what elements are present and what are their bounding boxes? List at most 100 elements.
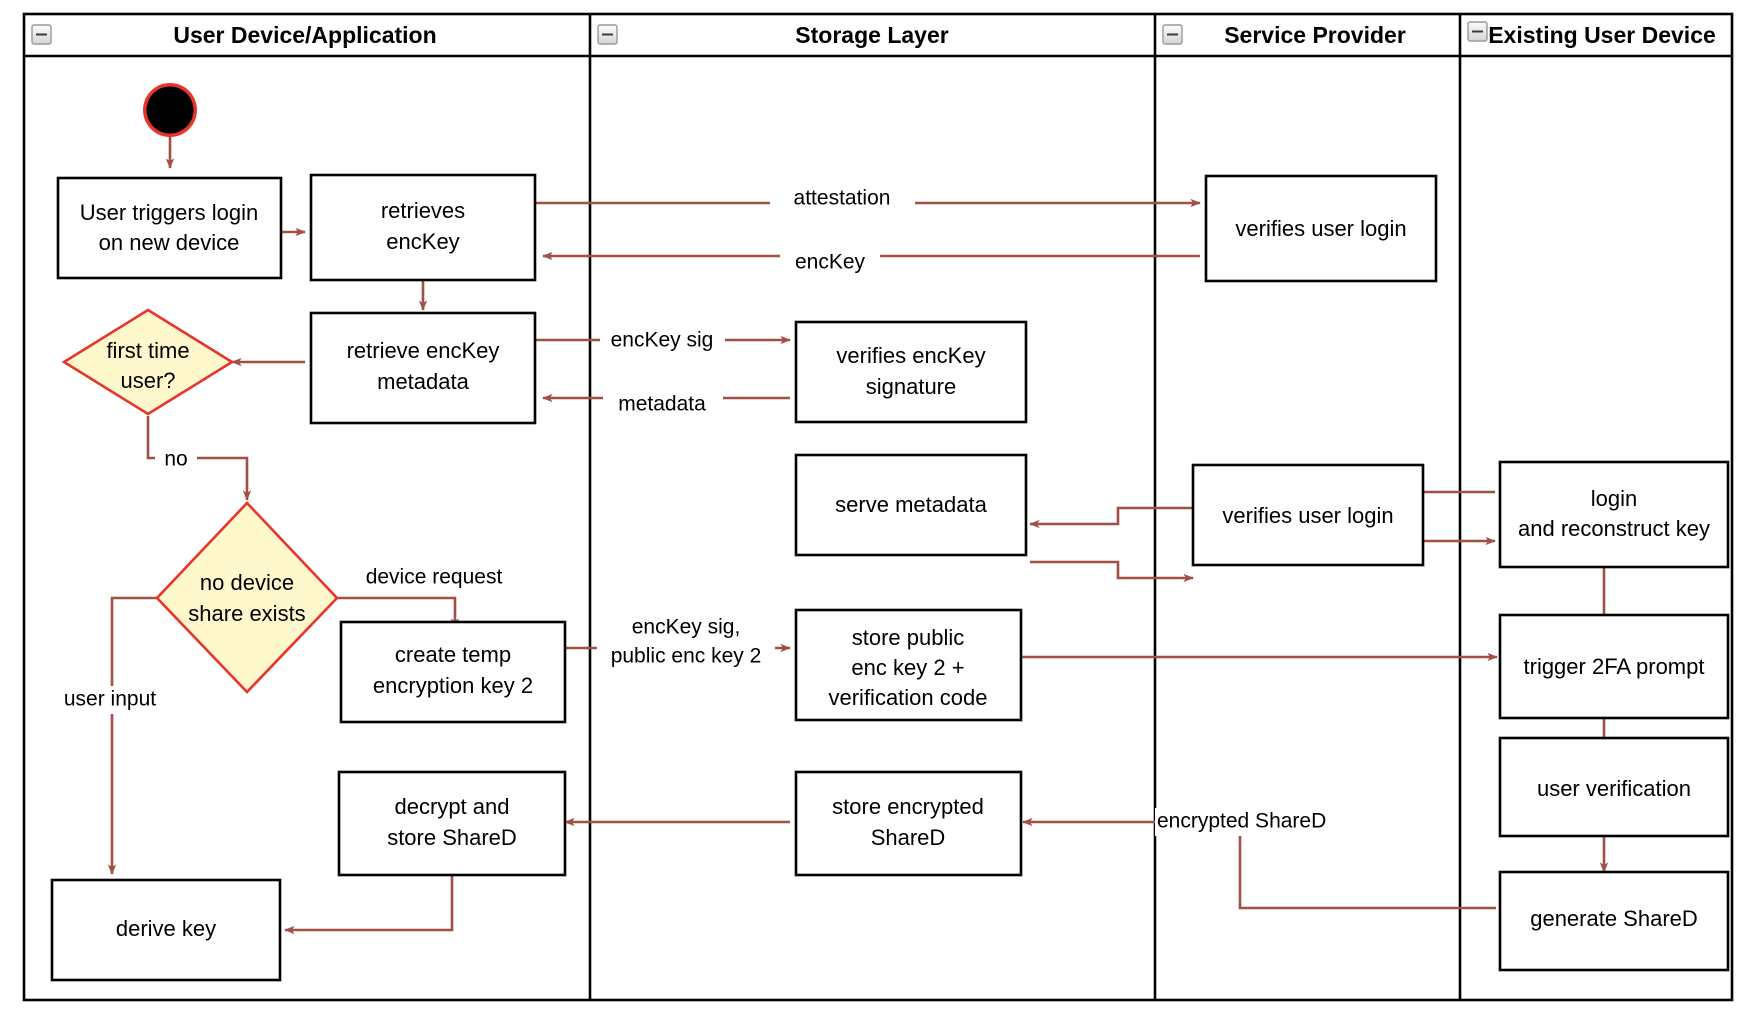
edge-label-halo — [780, 248, 880, 276]
node-box[interactable] — [56, 176, 283, 280]
edge-label-user-input: user input — [64, 688, 156, 711]
start-node-fill — [146, 86, 194, 134]
node-label-line-1: store public — [852, 625, 965, 650]
node-box[interactable] — [309, 311, 537, 425]
node-box[interactable] — [50, 878, 282, 982]
edge-encrypted-shared — [1022, 817, 1496, 910]
node-verifies-enckey-signature[interactable]: verifies encKey signature — [794, 320, 1028, 424]
edge-labels: attestation encKey encKey sig metadata n… — [53, 184, 1350, 836]
node-box[interactable] — [337, 770, 567, 877]
node-retrieve-enckey-metadata[interactable]: retrieve encKey metadata — [309, 311, 537, 425]
node-label-line-2: and reconstruct key — [1518, 516, 1710, 541]
node-label-line-2: signature — [866, 374, 957, 399]
node-verifies-user-login-1[interactable]: verifies user login — [1204, 174, 1438, 283]
node-store-public-enc-key[interactable]: store public enc key 2 + verification co… — [794, 608, 1023, 722]
node-trigger-2fa-prompt[interactable]: trigger 2FA prompt — [1498, 613, 1730, 720]
node-label-line-2: ShareD — [871, 825, 946, 850]
node-no-device-share-decision[interactable]: no device share exists — [155, 501, 339, 694]
node-label-line-1: login — [1591, 486, 1637, 511]
node-box[interactable] — [1498, 736, 1730, 838]
edge-serve-metadata-to-verifies-2 — [1030, 560, 1194, 583]
node-label-line-2: store ShareD — [387, 825, 517, 850]
node-generate-shared[interactable]: generate ShareD — [1498, 870, 1730, 972]
node-start[interactable] — [143, 83, 197, 137]
node-label-line-1: verifies user login — [1235, 216, 1406, 241]
node-login-and-reconstruct-key[interactable]: login and reconstruct key — [1498, 460, 1730, 569]
node-box[interactable] — [309, 173, 537, 282]
edge-label-halo — [53, 686, 169, 714]
node-label-line-1: first time — [106, 338, 189, 363]
lane-header-user-device[interactable]: User Device/Application — [31, 22, 437, 48]
edge-label-no: no — [164, 448, 187, 471]
edge-label-halo — [351, 564, 521, 592]
node-box[interactable] — [339, 620, 567, 724]
edge-label-halo — [1155, 808, 1350, 836]
node-label-line-1: create temp — [395, 642, 511, 667]
node-box[interactable] — [1498, 613, 1730, 720]
lane-title-storage: Storage Layer — [795, 22, 948, 48]
node-label-line-2: share exists — [188, 601, 305, 626]
edge-no-branch — [146, 416, 252, 501]
node-box[interactable] — [794, 453, 1028, 557]
node-box[interactable] — [794, 608, 1023, 722]
lane-title-user-device: User Device/Application — [173, 22, 436, 48]
node-box[interactable] — [1498, 460, 1730, 569]
node-derive-key[interactable]: derive key — [50, 878, 282, 982]
edge-label-halo — [155, 446, 197, 473]
lane-header-existing[interactable]: Existing User Device — [1467, 21, 1716, 48]
edge-verifies-2-to-serve-metadata — [1029, 506, 1193, 529]
node-box[interactable] — [794, 320, 1028, 424]
edge-label-encrypted-shared: encrypted ShareD — [1157, 810, 1326, 833]
lane-header-service[interactable]: Service Provider — [1162, 22, 1406, 48]
node-label-line-1: decrypt and — [395, 794, 510, 819]
node-label-line-1: store encrypted — [832, 794, 984, 819]
node-label-line-1: generate ShareD — [1530, 906, 1698, 931]
node-decrypt-and-store-shared[interactable]: decrypt and store ShareD — [337, 770, 567, 877]
node-box[interactable] — [794, 770, 1023, 877]
node-first-time-user-decision[interactable]: first time user? — [61, 308, 235, 416]
edge-label-halo — [603, 390, 723, 418]
lane-title-existing: Existing User Device — [1488, 22, 1716, 48]
node-label-line-1: verifies user login — [1222, 503, 1393, 528]
edge-label-enckey-sig: encKey sig — [611, 329, 714, 352]
edge-label-halo — [597, 612, 775, 670]
node-verifies-user-login-2[interactable]: verifies user login — [1191, 463, 1425, 567]
edge-device-request — [336, 596, 460, 629]
lane-header-storage[interactable]: Storage Layer — [597, 22, 949, 48]
edge-label-attestation: attestation — [794, 187, 891, 210]
edge-label-halo — [770, 184, 915, 212]
lane-title-service: Service Provider — [1224, 22, 1406, 48]
edge-user-input — [107, 596, 158, 875]
node-label-line-2: encKey — [386, 229, 459, 254]
decision-diamond[interactable] — [155, 501, 339, 694]
edge-label-enckey-sig-public-2: public enc key 2 — [611, 645, 762, 668]
node-retrieves-enckey[interactable]: retrieves encKey — [309, 173, 537, 282]
node-user-triggers-login[interactable]: User triggers login on new device — [56, 176, 283, 280]
node-label-line-1: trigger 2FA prompt — [1524, 654, 1705, 679]
node-label-line-1: retrieves — [381, 198, 465, 223]
node-create-temp-encryption-key[interactable]: create temp encryption key 2 — [339, 620, 567, 724]
node-label-line-1: user verification — [1537, 776, 1691, 801]
node-label-line-2: enc key 2 + — [851, 655, 964, 680]
node-label-line-1: no device — [200, 570, 294, 595]
node-user-verification[interactable]: user verification — [1498, 736, 1730, 838]
node-label-line-1: derive key — [116, 916, 216, 941]
node-label-line-1: retrieve encKey — [347, 338, 500, 363]
decision-diamond[interactable] — [61, 308, 235, 416]
edge-decrypt-to-derive-key — [284, 875, 454, 935]
node-label-line-3: verification code — [829, 685, 988, 710]
node-store-encrypted-shared[interactable]: store encrypted ShareD — [794, 770, 1023, 877]
node-label-line-2: user? — [120, 368, 175, 393]
node-label-line-1: serve metadata — [835, 492, 987, 517]
node-label-line-2: on new device — [99, 230, 240, 255]
node-label-line-2: encryption key 2 — [373, 673, 533, 698]
node-label-line-2: metadata — [377, 369, 469, 394]
node-box[interactable] — [1204, 174, 1438, 283]
node-box[interactable] — [1498, 870, 1730, 972]
edge-label-enckey-sig-public-1: encKey sig, — [632, 616, 741, 639]
node-serve-metadata[interactable]: serve metadata — [794, 453, 1028, 557]
node-box[interactable] — [1191, 463, 1425, 567]
edge-label-enckey: encKey — [795, 251, 866, 274]
